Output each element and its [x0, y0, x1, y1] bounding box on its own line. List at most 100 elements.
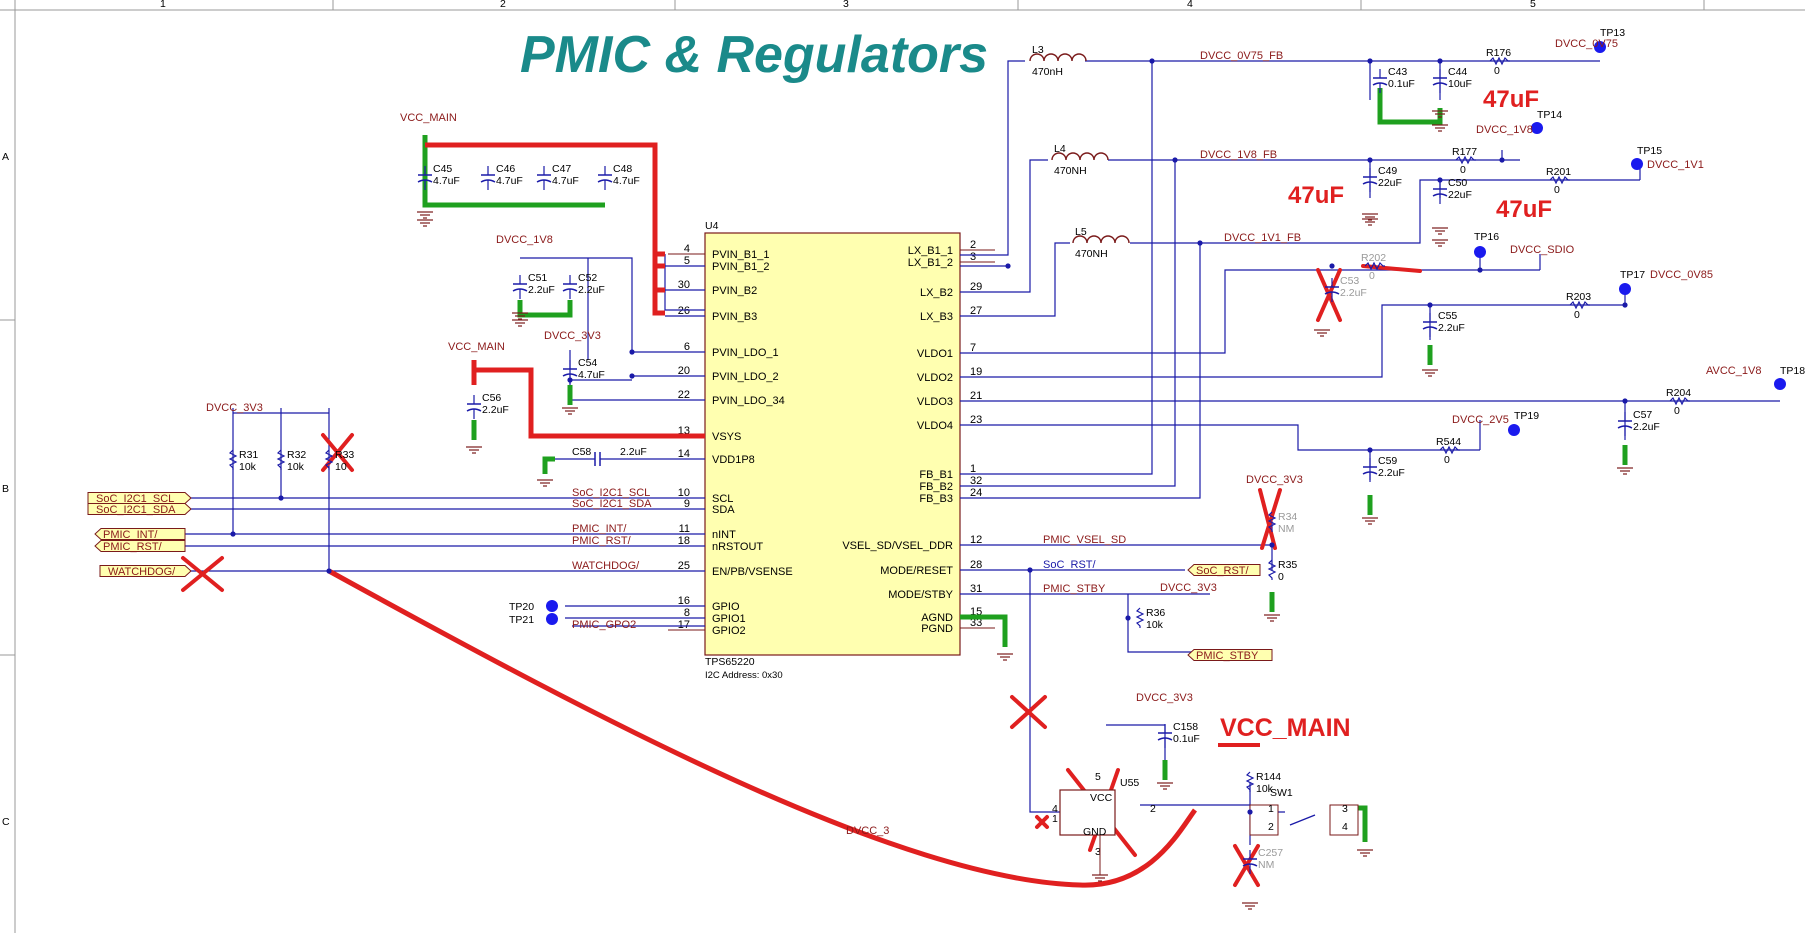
res-value: 0	[1444, 454, 1450, 466]
port-socrst: SoC_RST/	[1187, 564, 1261, 577]
testpoint-tp17[interactable]: TP17	[1619, 269, 1645, 295]
tp-ref: TP16	[1474, 231, 1499, 243]
cap-value: 4.7uF	[552, 175, 579, 187]
res-ref: R176	[1486, 47, 1511, 59]
testpoint-tp15[interactable]: TP15	[1631, 145, 1662, 170]
pin-name: MODE/RESET	[880, 565, 953, 577]
junction-dot	[1367, 157, 1373, 163]
testpoint-tp21[interactable]: TP21	[509, 613, 558, 626]
svg-text:PMIC_INT/: PMIC_INT/	[103, 529, 158, 541]
ic-pin-left: PVIN_B1_14	[668, 243, 769, 261]
pin-name: LX_B2	[920, 287, 953, 299]
res-value: 10k	[1146, 619, 1164, 631]
svg-text:4: 4	[1342, 821, 1348, 833]
cap-value: NM	[1258, 859, 1274, 871]
pin-name: PVIN_LDO_2	[712, 371, 779, 383]
pin-name: PVIN_LDO_34	[712, 395, 785, 407]
review-markup	[181, 88, 1628, 888]
border-col-2: 2	[500, 0, 506, 10]
pwr-dvcc-1v1: DVCC_1V1	[1647, 159, 1704, 171]
pin-number: 26	[678, 305, 690, 317]
res-value: 10	[335, 461, 347, 473]
svg-text:2.2uF: 2.2uF	[620, 446, 647, 458]
cap-ref: C54	[578, 357, 597, 369]
testpoint-tp20[interactable]: TP20	[509, 600, 558, 613]
pin-name: SCL	[712, 493, 733, 505]
pin-name: FB_B1	[919, 469, 953, 481]
pwr-dvcc-3v3-5: DVCC_3V3	[1136, 692, 1193, 704]
cap-value: 2.2uF	[1633, 421, 1660, 433]
pin-number: 14	[678, 448, 690, 460]
pin-number: 9	[684, 498, 690, 510]
testpoint-tp14[interactable]: TP14	[1531, 109, 1562, 134]
port-int: PMIC_INT/	[94, 528, 186, 541]
pin-name: AGND	[921, 612, 953, 624]
border-col-4: 4	[1187, 0, 1193, 10]
ind-value: 470NH	[1075, 248, 1108, 260]
junction-dot	[1477, 267, 1483, 273]
cap-ref: C53	[1340, 275, 1359, 287]
junction-dot	[629, 349, 635, 355]
port-scl: SoC_I2C1_SCL	[87, 492, 192, 505]
testpoint-tp19[interactable]: TP19	[1508, 410, 1539, 436]
junction-dot	[1247, 809, 1253, 815]
pin-number: 16	[678, 595, 690, 607]
net-wdog: WATCHDOG/	[572, 560, 640, 572]
pin-number: 19	[970, 366, 982, 378]
pwr-dvcc-0v85: DVCC_0V85	[1650, 269, 1713, 281]
pwr-dvcc-3v3-3: DVCC_3V3	[1246, 474, 1303, 486]
testpoint-tp16[interactable]: TP16	[1474, 231, 1499, 258]
cap-ref: C44	[1448, 66, 1467, 78]
ic-ref: U4	[705, 220, 719, 232]
pin-name: MODE/STBY	[888, 589, 953, 601]
pin-number: 8	[684, 607, 690, 619]
res-value: 10k	[239, 461, 257, 473]
svg-text:VCC: VCC	[1090, 792, 1113, 804]
testpoint-tp18[interactable]: TP18	[1774, 365, 1805, 390]
port-rst: PMIC_RST/	[94, 540, 186, 553]
cap-value: 4.7uF	[496, 175, 523, 187]
svg-text:SoC_I2C1_SDA: SoC_I2C1_SDA	[96, 504, 176, 516]
svg-text:5: 5	[1095, 771, 1101, 783]
pwr-dvcc-3v3-4: DVCC_3V3	[1160, 582, 1217, 594]
border-row-b: B	[2, 483, 9, 495]
pin-name: GPIO	[712, 601, 740, 613]
pin-number: 1	[970, 463, 976, 475]
junction-dot	[1622, 302, 1628, 308]
pin-name: nINT	[712, 529, 736, 541]
testpoint-tp13[interactable]: TP13	[1594, 27, 1625, 53]
net-dvcc-1v8-fb: DVCC_1V8_FB	[1200, 149, 1277, 161]
pin-name: PVIN_LDO_1	[712, 347, 779, 359]
pmic-ic: U4 TPS65220 I2C Address: 0x30	[704, 220, 961, 681]
note-47uf-3: 47uF	[1496, 196, 1552, 223]
junction-dot	[1005, 263, 1011, 269]
ground-symbol	[1422, 369, 1438, 377]
border-col-3: 3	[843, 0, 849, 10]
cap-ref: C158	[1173, 721, 1198, 733]
pin-name: LX_B3	[920, 311, 953, 323]
pin-name: LX_B1_2	[908, 257, 953, 269]
ground-symbol	[1362, 218, 1378, 226]
border-col-1: 1	[160, 0, 166, 10]
pin-name: PVIN_B3	[712, 311, 757, 323]
border-col-5: 5	[1530, 0, 1536, 10]
pwr-vcc-main-1: VCC_MAIN	[400, 112, 457, 124]
svg-text:PMIC_STBY: PMIC_STBY	[1196, 650, 1259, 662]
pin-name: nRSTOUT	[712, 541, 763, 553]
pin-number: 3	[970, 251, 976, 263]
junction-dot	[1197, 240, 1203, 246]
svg-text:1: 1	[1052, 813, 1058, 825]
